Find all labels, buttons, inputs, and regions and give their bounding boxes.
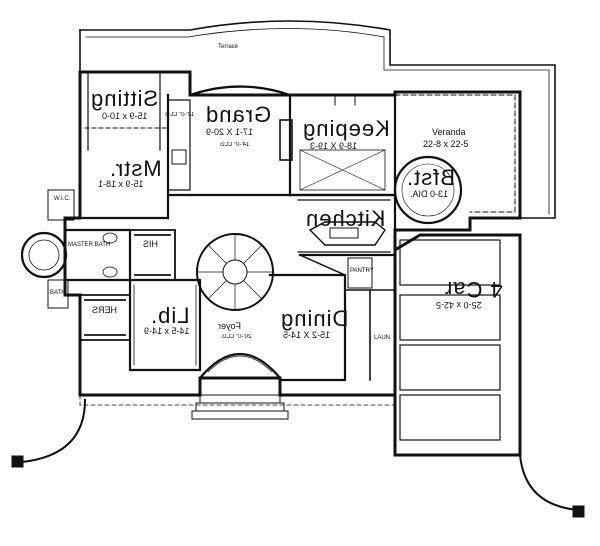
foyer-bay: [198, 353, 282, 380]
wic-label: W.I.C.: [54, 196, 71, 202]
bath-label: BATH: [50, 290, 66, 296]
mstr-label: Mstr.: [109, 156, 162, 181]
foyer-inner-arc: [207, 355, 273, 373]
keeping-tray-diag-2: [299, 149, 386, 191]
master-bath-tub-inner: [28, 239, 60, 271]
kitchen-counter: [297, 199, 391, 253]
front-porch: [79, 394, 396, 406]
veranda-dims: 22-8 x 22-5: [423, 139, 469, 149]
hers-label: HERS: [92, 305, 118, 315]
kitchen-island: [308, 221, 386, 246]
his-label: HIS: [143, 239, 159, 249]
four-car-label: 4 Car: [444, 277, 503, 302]
foyer-label: Foyer: [218, 321, 242, 331]
sitting-bay-window: [87, 71, 161, 151]
grand-fireplace: [279, 119, 293, 161]
terrace-outline: [79, 20, 556, 219]
four-car-dims: 25-0 x 42-5: [436, 300, 482, 310]
library-walls: [128, 278, 202, 372]
keeping-dims: 18-9 X 19-3: [310, 141, 358, 151]
dining-walls: [268, 273, 347, 382]
sitting-label: Sitting: [90, 86, 159, 111]
lib-label: Lib.: [150, 303, 190, 328]
master-bath-tub: [20, 231, 68, 279]
kitchen-walls: [288, 193, 397, 257]
driveway-post-left: [11, 455, 24, 468]
hers-closet: [79, 294, 131, 341]
garage-walls: [393, 233, 522, 457]
bfst-dims: 13-0 DIA.: [410, 189, 449, 199]
mstr-dims: 15-9 x 18-1: [98, 179, 144, 189]
kitchen-sink: [329, 227, 359, 239]
grand-label: Grand: [205, 102, 272, 127]
bfst-round: [393, 155, 463, 225]
lib-dims: 14-5 x 14-9: [144, 326, 190, 336]
entry-steps: [191, 394, 289, 420]
spiral-stair-inner: [222, 259, 248, 285]
keeping-label: Keeping: [302, 116, 390, 141]
grand-ceiling-note: 14'-0" CLG: [220, 142, 250, 148]
kitchen-label: Kitchen: [305, 206, 386, 231]
dining-label: Dining: [280, 306, 349, 331]
mstr-right-wall: [166, 93, 192, 220]
terrace-rail-right: [383, 36, 550, 215]
driveway-curve-left: [20, 398, 87, 464]
bfst-label: Bfst.: [406, 165, 456, 190]
keeping-ceiling-tray: [299, 149, 386, 191]
bfst-inner: [401, 163, 455, 217]
laundry-walls: [344, 289, 396, 381]
wc-closet: [47, 279, 69, 309]
veranda-label: Veranda: [432, 127, 466, 137]
veranda-walls: [394, 94, 516, 213]
laundry-label: LAUN.: [374, 335, 392, 341]
garage-door-panels: [399, 239, 501, 441]
dining-dims: 15-2 X 14-5: [283, 330, 331, 340]
master-bath-sink-2: [102, 266, 118, 278]
terrace-inner-line: [85, 28, 385, 38]
master-bath-label: MASTER BATH: [68, 242, 111, 248]
pantry-label: PANTRY: [350, 268, 374, 274]
master-bath-walls: [63, 228, 132, 282]
driveway-post-right: [572, 505, 585, 518]
driveway-curve-right: [518, 453, 580, 512]
library-shelves: [133, 284, 197, 366]
sitting-closet: [167, 99, 191, 191]
spiral-stair-treads: [196, 233, 274, 311]
his-closet: [129, 229, 176, 281]
foyer-ceiling-note: 20'-0" CLG: [222, 334, 252, 340]
sitting-ceiling-note: 12'-0" CLG: [165, 112, 195, 118]
pantry-box: [347, 257, 373, 289]
dining-stair-divider: [299, 254, 346, 276]
grand-dims: 17-1 X 20-9: [206, 127, 254, 137]
terrace-label: Terrace: [218, 44, 239, 50]
sitting-dims: 15-9 x 10-0: [102, 111, 148, 121]
sitting-fireplace: [171, 149, 187, 165]
master-bath-closet: [47, 189, 75, 221]
master-bath-sink-1: [102, 232, 118, 244]
keeping-door: [334, 94, 356, 106]
